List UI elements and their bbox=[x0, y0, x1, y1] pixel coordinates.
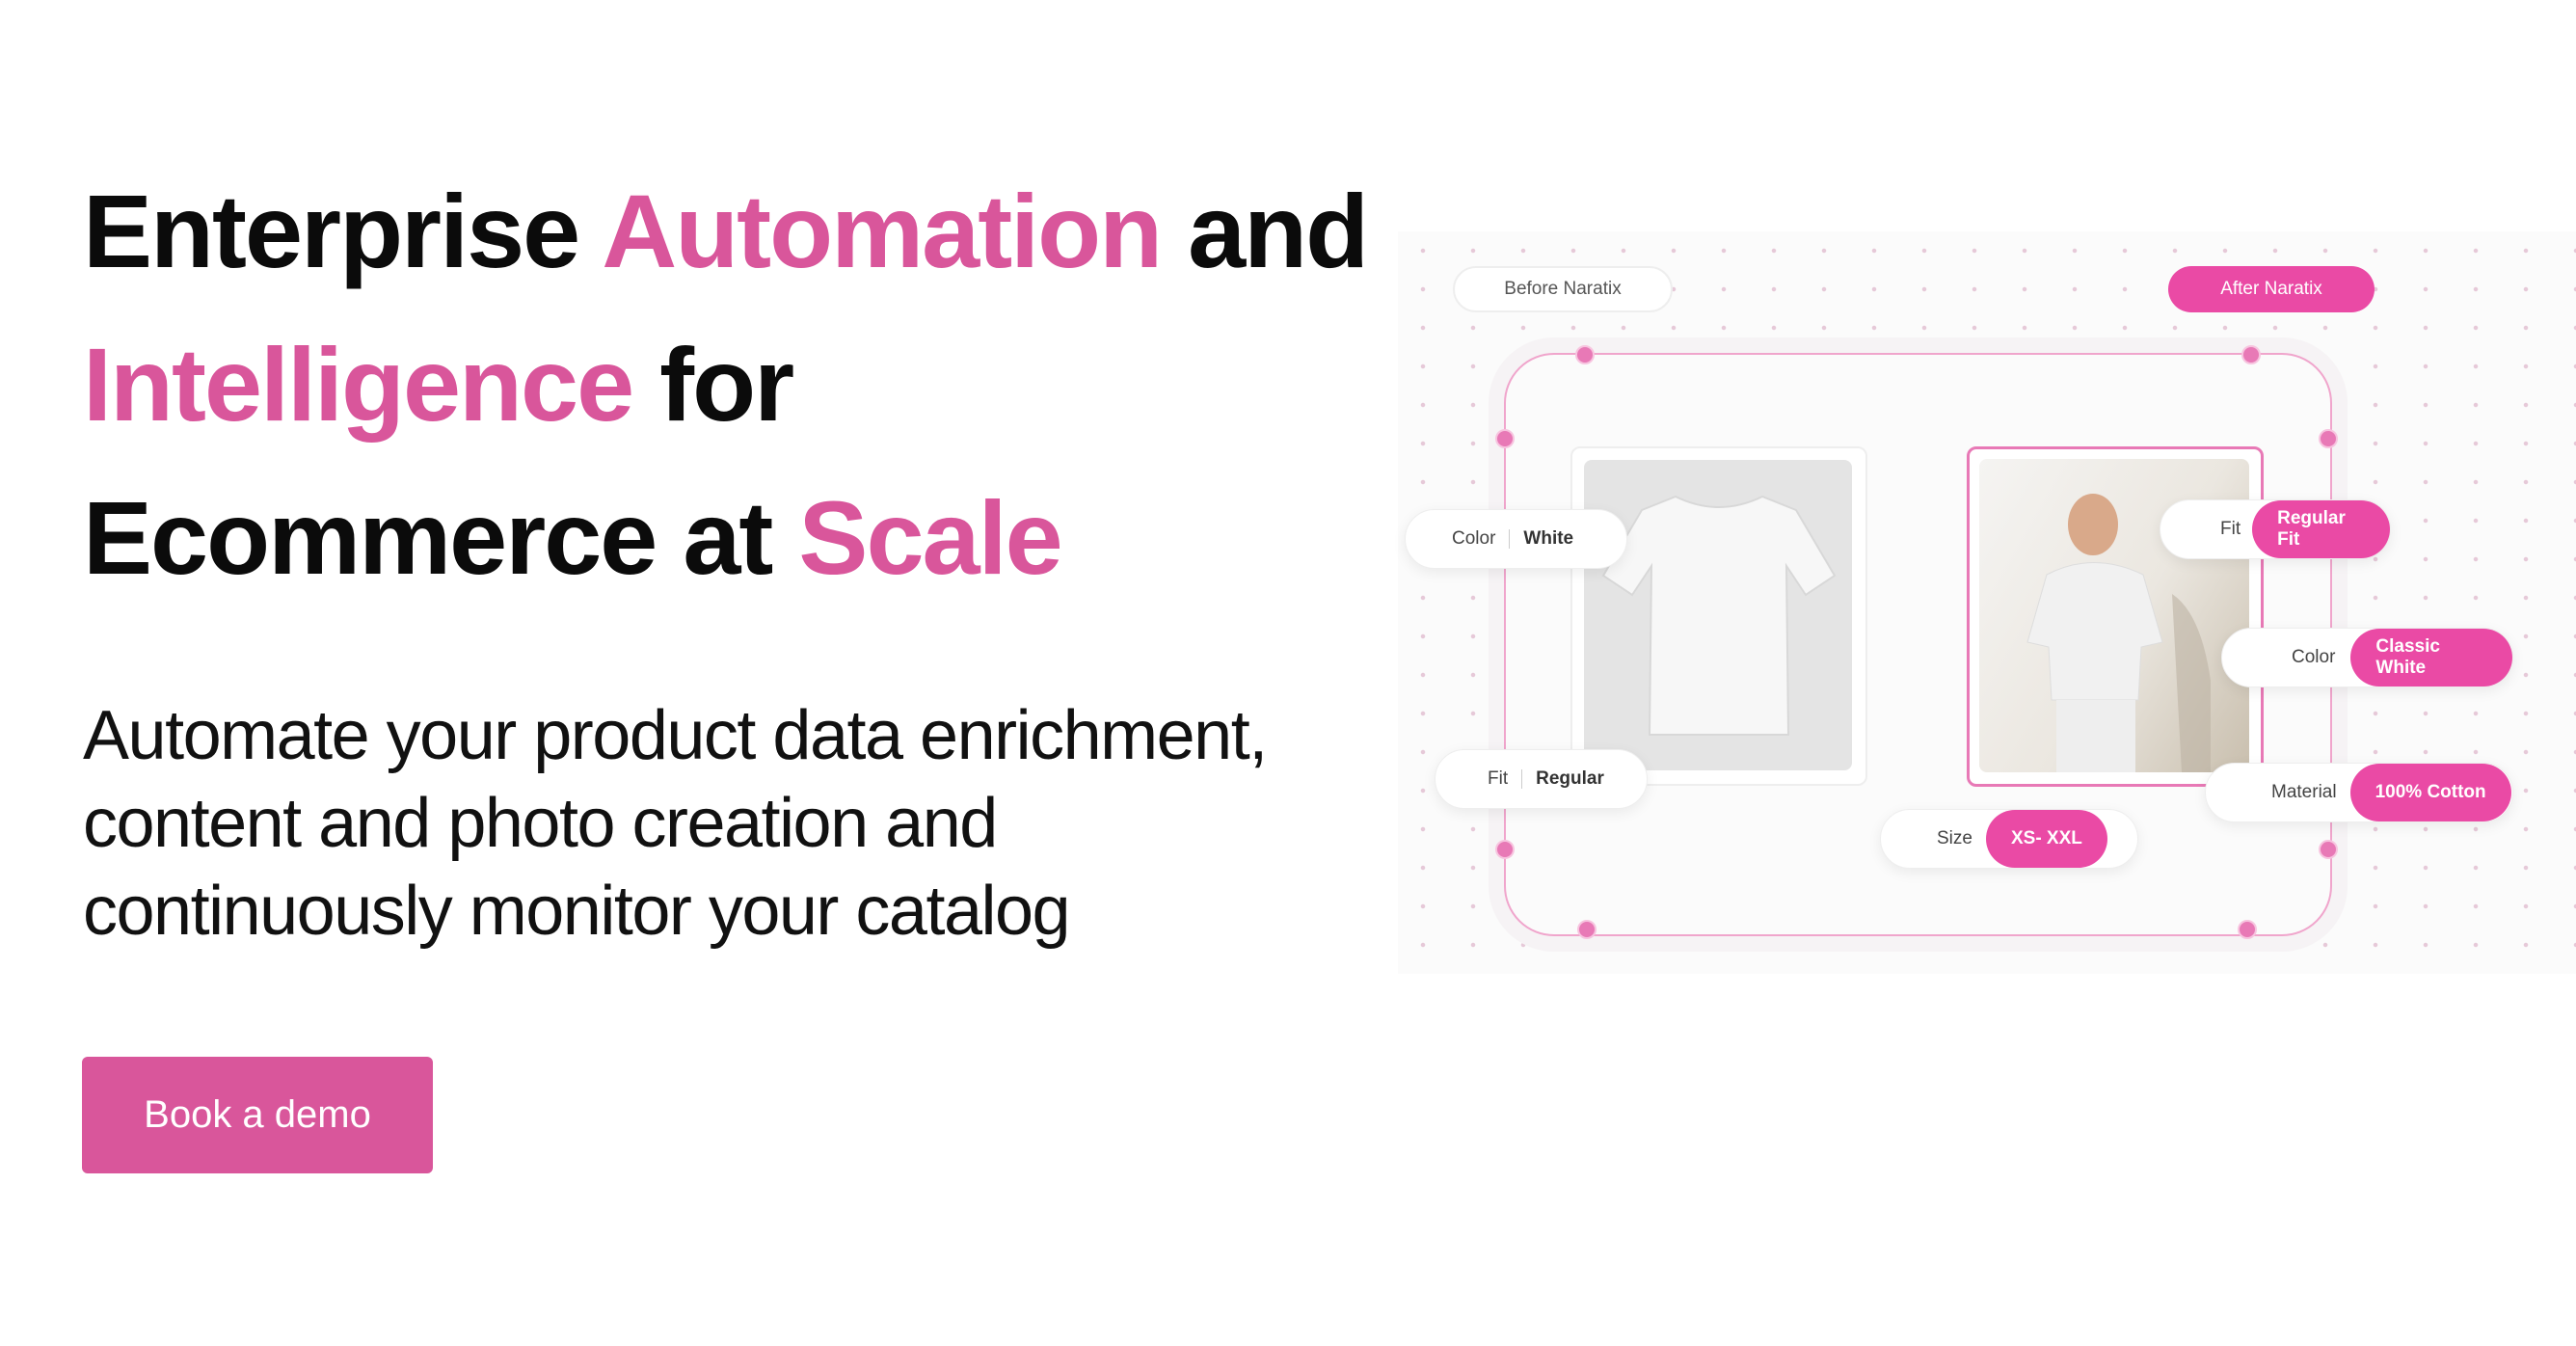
frame-dot bbox=[2238, 920, 2257, 939]
attribute-key: Fit bbox=[2220, 519, 2241, 539]
frame-dot bbox=[1495, 840, 1515, 859]
attribute-value: White bbox=[1523, 528, 1574, 549]
frame-dot bbox=[2241, 345, 2261, 364]
tshirt-image bbox=[1584, 460, 1852, 770]
after-attribute-fit: Fit Regular Fit bbox=[2160, 499, 2391, 559]
frame-dot bbox=[1577, 920, 1597, 939]
headline-text: for bbox=[632, 326, 794, 443]
model-figure-icon bbox=[2026, 494, 2211, 772]
book-demo-button[interactable]: Book a demo bbox=[82, 1057, 433, 1173]
headline-highlight: Intelligence bbox=[83, 326, 634, 443]
attribute-value-badge: 100% Cotton bbox=[2349, 764, 2511, 821]
attribute-value-badge: Classic White bbox=[2350, 629, 2512, 686]
separator bbox=[1521, 769, 1523, 789]
hero-headline: Enterprise Automation and Intelligence f… bbox=[83, 154, 1369, 614]
frame-dot bbox=[2319, 840, 2338, 859]
headline-highlight: Automation bbox=[602, 173, 1163, 289]
subtitle-line: continuously monitor your catalog bbox=[83, 873, 1071, 950]
before-attribute-color: Color White bbox=[1405, 509, 1627, 569]
before-attribute-fit: Fit Regular bbox=[1435, 749, 1648, 809]
after-attribute-color: Color Classic White bbox=[2221, 628, 2513, 687]
before-label: Before Naratix bbox=[1453, 266, 1673, 312]
tshirt-icon bbox=[1601, 495, 1837, 736]
frame-dot bbox=[1495, 429, 1515, 448]
before-product-card bbox=[1570, 446, 1867, 786]
subtitle-line: Automate your product data enrichment, bbox=[83, 697, 1268, 774]
attribute-value: Regular bbox=[1536, 768, 1604, 789]
after-product-card bbox=[1967, 446, 2264, 787]
frame-dot bbox=[2319, 429, 2338, 448]
attribute-key: Fit bbox=[1488, 768, 1509, 789]
frame-dot bbox=[1575, 345, 1595, 364]
headline-text: Enterprise bbox=[83, 173, 603, 289]
hero-subtitle: Automate your product data enrichment, c… bbox=[83, 692, 1375, 956]
attribute-value-badge: XS- XXL bbox=[1985, 810, 2107, 868]
attribute-key: Size bbox=[1937, 828, 1972, 848]
attribute-key: Color bbox=[2292, 647, 2336, 667]
after-label: After Naratix bbox=[2168, 266, 2375, 312]
attribute-key: Color bbox=[1452, 528, 1496, 549]
headline-text: Ecommerce at bbox=[83, 479, 799, 596]
subtitle-line: content and photo creation and bbox=[83, 785, 998, 862]
headline-text: and bbox=[1161, 173, 1369, 289]
headline-highlight: Scale bbox=[798, 479, 1062, 596]
after-attribute-size: Size XS- XXL bbox=[1880, 809, 2138, 869]
attribute-key: Material bbox=[2271, 782, 2337, 802]
attribute-value-badge: Regular Fit bbox=[2252, 500, 2390, 558]
after-attribute-material: Material 100% Cotton bbox=[2205, 763, 2513, 822]
separator bbox=[1509, 529, 1511, 549]
